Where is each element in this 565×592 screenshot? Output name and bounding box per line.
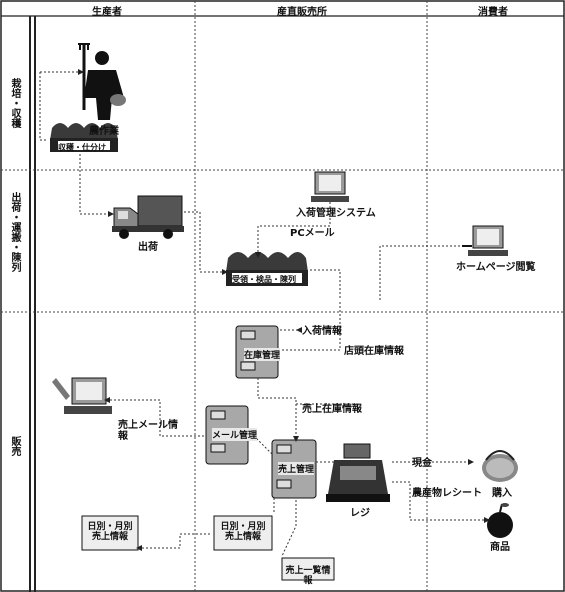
label-harvest-sort: 収穫・仕分け	[58, 142, 106, 153]
label-receive-display: 受領・検品・陳列	[232, 274, 296, 285]
producer-computer-icon	[52, 378, 112, 414]
row-label-sales: 販売	[6, 436, 20, 456]
label-farm-work: 農作業	[89, 126, 119, 137]
column-header-consumer: 消費者	[478, 3, 508, 18]
label-inventory-mgr: 在庫管理	[244, 348, 280, 361]
register-icon	[326, 444, 390, 502]
edge-label-sales-stock-info: 売上在庫情報	[302, 404, 362, 415]
edge-label-stock-info: 入荷情報	[302, 326, 342, 337]
label-register: レジ	[350, 508, 370, 519]
basket-icon	[482, 451, 518, 482]
label-shipping: 出荷	[138, 242, 158, 253]
farmer-icon	[78, 44, 126, 120]
label-daily-sales-shop: 日別・月別 売上情報	[216, 522, 270, 542]
label-sales-mgr: 売上管理	[278, 462, 314, 475]
label-intake-system: 入荷管理システム	[296, 208, 376, 219]
label-daily-sales-producer: 日別・月別 売上情報	[84, 522, 136, 542]
row-label-cultivation: 栽培・収穫	[6, 78, 20, 128]
edge-label-cash: 現金	[412, 458, 432, 469]
label-mail-mgr: メール管理	[212, 428, 257, 441]
edge-label-shop-stock-info: 店頭在庫情報	[344, 346, 404, 357]
homepage-computer-icon	[462, 226, 508, 256]
row-label-shipping: 出荷・運搬・陳列	[6, 192, 20, 272]
label-product: 商品	[490, 542, 510, 553]
apple-icon	[487, 503, 513, 538]
edge-label-mail: PCメール	[290, 228, 335, 239]
column-header-producer: 生産者	[92, 3, 122, 18]
label-sales-list: 売上一覧情報	[282, 566, 334, 586]
truck-icon	[112, 196, 184, 239]
label-purchase: 購入	[492, 488, 512, 499]
edge-label-sales-mail-info: 売上メール情報	[118, 420, 178, 442]
column-header-shop: 産直販売所	[277, 3, 327, 18]
intake-computer-icon	[311, 172, 349, 202]
label-homepage: ホームページ閲覧	[456, 262, 536, 273]
edge-label-receipt: 農産物レシート	[412, 488, 482, 499]
